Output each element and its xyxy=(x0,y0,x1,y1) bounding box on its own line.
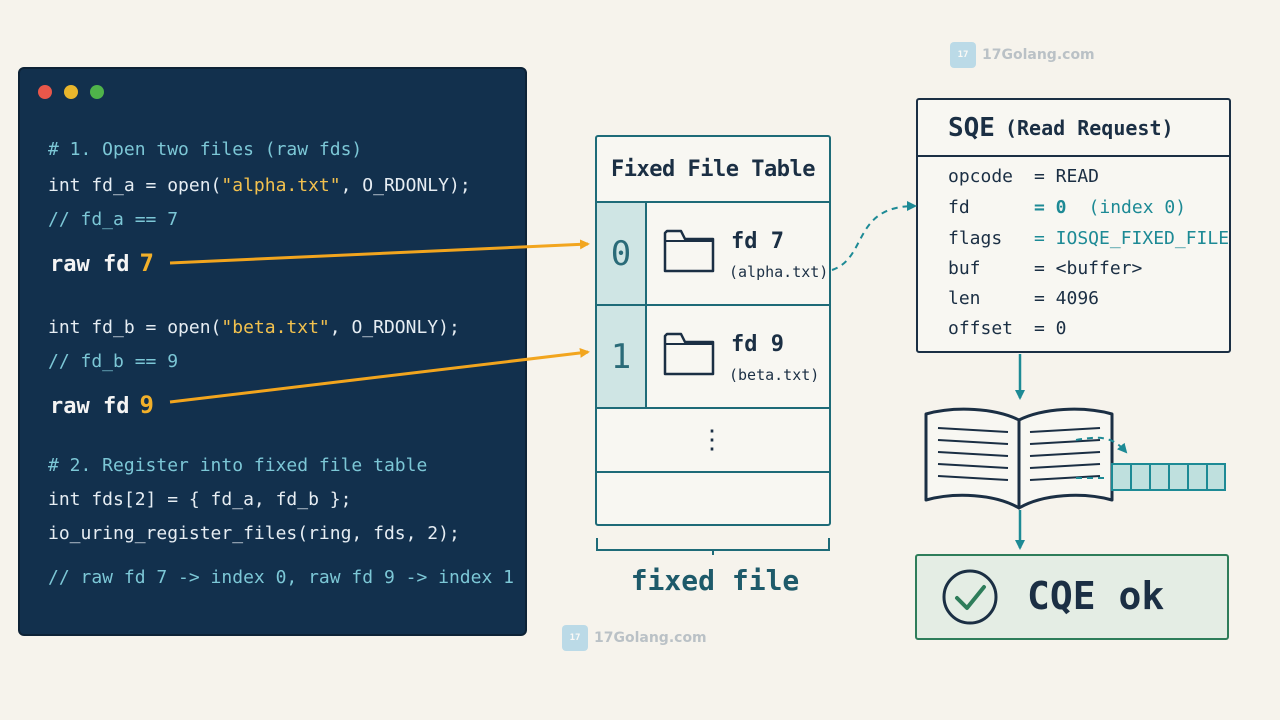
table-row: 1 fd 9 (beta.txt) xyxy=(597,306,829,409)
sqe-field-offset: offset = 0 xyxy=(948,318,1067,339)
arrow-raw-fd-7 xyxy=(169,239,590,265)
table-row-fd: fd 7 xyxy=(731,229,784,254)
sqe-box: SQE (Read Request) opcode = READ fd = 0 (in… xyxy=(916,98,1231,353)
sqe-field-buf: buf = <buffer> xyxy=(948,258,1142,279)
sqe-field-value: = IOSQE_FIXED_FILE xyxy=(1034,228,1230,249)
table-row-fd: fd 9 xyxy=(731,332,784,357)
sqe-field-key: offset xyxy=(948,318,1014,339)
raw-fd-a-label: raw fd 7 xyxy=(50,249,154,277)
cqe-box: CQE ok xyxy=(915,554,1229,640)
code-text: int fd_b = open( xyxy=(48,317,222,338)
code-comment-fd-a: // fd_a == 7 xyxy=(48,209,179,230)
watermark-text: 17Golang.com xyxy=(982,47,1095,63)
table-ellipsis: ⋮ xyxy=(597,409,829,473)
sqe-field-flags: flags = IOSQE_FIXED_FILE xyxy=(948,228,1229,249)
code-comment-step2: # 2. Register into fixed file table xyxy=(48,455,428,476)
cqe-label: CQE ok xyxy=(1027,574,1165,618)
code-text: int fd_a = open( xyxy=(48,175,222,196)
open-book-icon xyxy=(924,407,1114,510)
table-row-file: (alpha.txt) xyxy=(729,263,829,281)
sqe-field-value: = <buffer> xyxy=(1034,258,1143,279)
watermark-logo-icon: 17 xyxy=(562,625,588,651)
code-string: "alpha.txt" xyxy=(221,175,341,196)
code-string: "beta.txt" xyxy=(221,317,330,338)
arrow-raw-fd-9 xyxy=(169,347,590,404)
buffer-icon xyxy=(1111,463,1226,491)
raw-fd-number: 9 xyxy=(139,391,154,419)
window-minimize-icon[interactable] xyxy=(64,85,78,99)
sqe-field-key: len xyxy=(948,288,981,309)
code-line-fds: int fds[2] = { fd_a, fd_b }; xyxy=(48,489,352,510)
arrow-book-to-buffer xyxy=(1075,436,1128,454)
code-text: , O_RDONLY); xyxy=(329,317,460,338)
raw-fd-number: 7 xyxy=(139,249,154,277)
sqe-field-fd: fd = 0 (index 0) xyxy=(948,197,1186,218)
folder-icon xyxy=(663,229,715,273)
fixed-file-label: fixed file xyxy=(630,564,800,597)
sqe-title-sub: (Read Request) xyxy=(1004,115,1174,140)
table-row-index: 0 xyxy=(597,203,647,304)
sqe-field-value: = 0 xyxy=(1034,197,1067,218)
fixed-file-table: Fixed File Table 0 fd 7 (alpha.txt) 1 fd… xyxy=(595,135,831,526)
code-window: # 1. Open two files (raw fds) int fd_a =… xyxy=(18,67,527,636)
code-comment-step1: # 1. Open two files (raw fds) xyxy=(48,139,363,160)
code-comment-fd-b: // fd_b == 9 xyxy=(48,351,179,372)
sqe-field-value: = 4096 xyxy=(1034,288,1100,309)
sqe-field-opcode: opcode = READ xyxy=(948,166,1099,187)
window-maximize-icon[interactable] xyxy=(90,85,104,99)
watermark-logo-icon: 17 xyxy=(950,42,976,68)
watermark-text: 17Golang.com xyxy=(594,630,707,646)
sqe-field-key: fd xyxy=(948,197,970,218)
folder-icon xyxy=(663,332,715,376)
sqe-title: SQE (Read Request) xyxy=(918,100,1229,157)
ellipsis-text: ⋮ xyxy=(699,425,727,455)
raw-fd-b-label: raw fd 9 xyxy=(50,391,154,419)
code-line-register: io_uring_register_files(ring, fds, 2); xyxy=(48,523,460,544)
check-circle-icon xyxy=(942,569,998,625)
raw-fd-text: raw fd xyxy=(50,394,130,419)
code-line-open-beta: int fd_b = open("beta.txt", O_RDONLY); xyxy=(48,317,460,338)
table-row-index: 1 xyxy=(597,306,647,407)
window-close-icon[interactable] xyxy=(38,85,52,99)
raw-fd-text: raw fd xyxy=(50,252,130,277)
sqe-field-key: opcode xyxy=(948,166,1014,187)
sqe-field-key: buf xyxy=(948,258,981,279)
watermark: 17 17Golang.com xyxy=(562,625,707,651)
fixed-file-table-title: Fixed File Table xyxy=(597,137,829,203)
code-comment-mapping: // raw fd 7 -> index 0, raw fd 9 -> inde… xyxy=(48,567,514,588)
table-row: 0 fd 7 (alpha.txt) xyxy=(597,203,829,306)
watermark: 17 17Golang.com xyxy=(950,42,1095,68)
arrow-table-to-sqe xyxy=(831,201,917,271)
sqe-title-main: SQE xyxy=(948,112,995,143)
sqe-field-value: = 0 xyxy=(1034,318,1067,339)
sqe-field-key: flags xyxy=(948,228,1003,249)
sqe-field-len: len = 4096 xyxy=(948,288,1099,309)
sqe-field-note: (index 0) xyxy=(1088,197,1187,218)
sqe-field-value: = READ xyxy=(1034,166,1100,187)
fixed-file-brace xyxy=(596,538,830,555)
code-text: , O_RDONLY); xyxy=(340,175,471,196)
code-line-open-alpha: int fd_a = open("alpha.txt", O_RDONLY); xyxy=(48,175,471,196)
table-row-file: (beta.txt) xyxy=(729,366,820,384)
